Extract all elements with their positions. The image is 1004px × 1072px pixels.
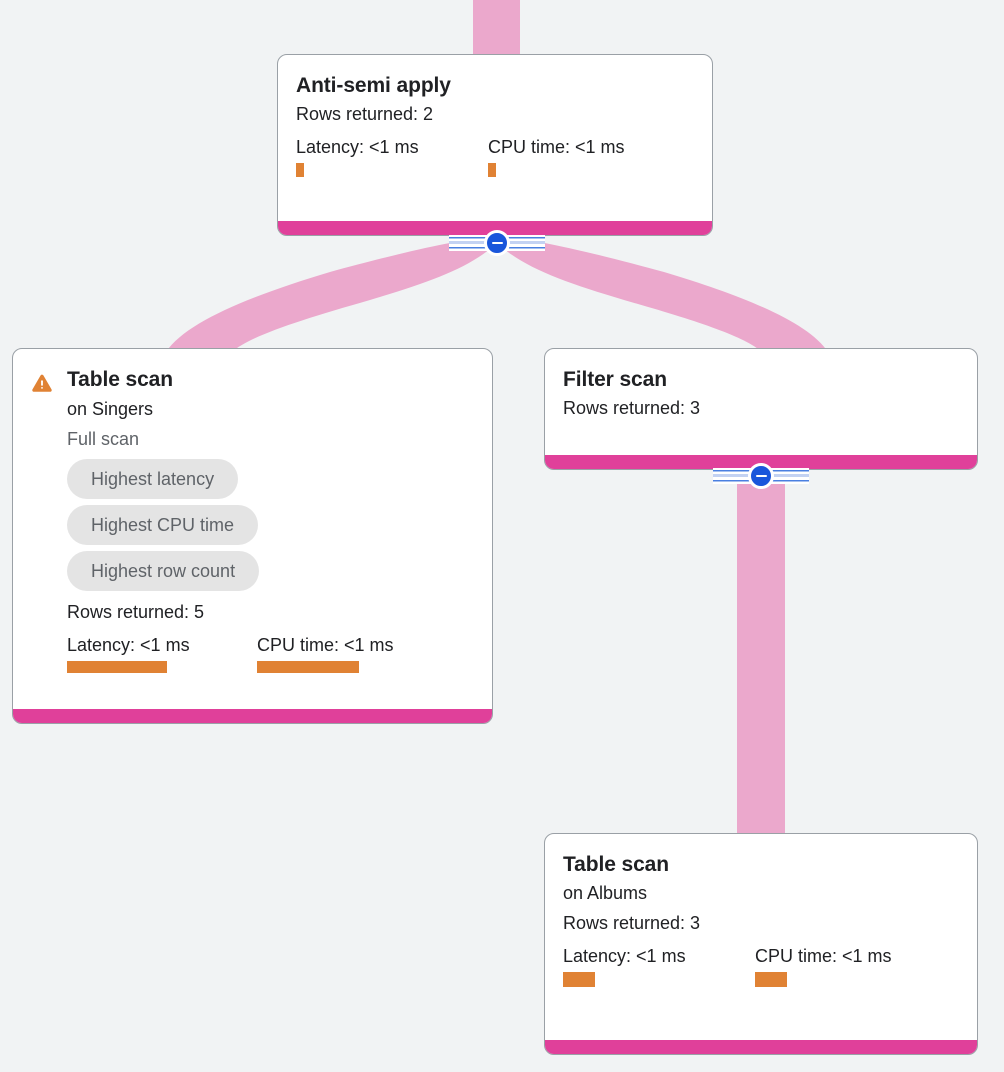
node-title: Anti-semi apply <box>296 74 451 97</box>
node-table-scan-singers[interactable]: Table scan on Singers Full scan Highest … <box>12 348 493 724</box>
node-accent-bar <box>278 221 712 235</box>
node-body: Table scan on Singers Full scan Highest … <box>13 349 492 723</box>
edge-antisemi-to-singers <box>166 237 497 352</box>
collapse-minus-icon[interactable] <box>748 463 774 489</box>
node-accent-bar <box>545 1040 977 1054</box>
edge-incoming-top <box>473 0 520 57</box>
edge-antisemi-to-filter <box>497 237 828 352</box>
node-table-scan-albums[interactable]: Table scan on Albums Rows returned: 3 La… <box>544 833 978 1055</box>
chip-highest-latency[interactable]: Highest latency <box>67 459 239 499</box>
rows-returned: Rows returned: 2 <box>296 104 434 124</box>
metric-cpu-time-bar <box>257 661 359 673</box>
toggle-filter-scan[interactable] <box>713 462 809 490</box>
metrics-row: Latency: <1 ms CPU time: <1 ms <box>67 633 474 673</box>
collapse-minus-icon[interactable] <box>484 230 510 256</box>
node-anti-semi-apply[interactable]: Anti-semi apply Rows returned: 2 Latency… <box>277 54 713 236</box>
rows-returned: Rows returned: 3 <box>563 398 701 418</box>
metric-latency-bar <box>296 163 304 177</box>
metric-latency-label: Latency: <1 ms <box>563 946 686 966</box>
chip-highest-cpu-time[interactable]: Highest CPU time <box>67 505 259 545</box>
rows-returned: Rows returned: 3 <box>563 913 701 933</box>
node-title: Filter scan <box>563 368 667 391</box>
node-subtitle: on Singers <box>67 399 154 419</box>
node-accent-bar <box>13 709 492 723</box>
metric-cpu-time-bar <box>488 163 496 177</box>
node-body: Table scan on Albums Rows returned: 3 La… <box>545 834 977 1054</box>
edge-filter-to-albums <box>737 470 785 842</box>
metric-latency: Latency: <1 ms <box>67 633 257 673</box>
node-body: Anti-semi apply Rows returned: 2 Latency… <box>278 55 712 235</box>
node-header: Table scan <box>563 852 959 878</box>
metric-cpu-time: CPU time: <1 ms <box>257 633 394 673</box>
metrics-row: Latency: <1 ms CPU time: <1 ms <box>296 135 694 177</box>
node-body: Filter scan Rows returned: 3 <box>545 349 977 469</box>
node-filter-scan[interactable]: Filter scan Rows returned: 3 <box>544 348 978 470</box>
metric-cpu-time: CPU time: <1 ms <box>755 944 892 987</box>
metric-latency: Latency: <1 ms <box>296 135 488 177</box>
metric-cpu-time-label: CPU time: <1 ms <box>488 137 625 157</box>
node-scan-type: Full scan <box>67 429 140 449</box>
metric-cpu-time-bar <box>755 972 787 987</box>
node-details: on Singers Full scan Highest latency Hig… <box>67 394 474 673</box>
chip-list: Highest latency Highest CPU time Highest… <box>67 459 474 591</box>
node-header: Filter scan <box>563 367 959 393</box>
chip-highest-row-count[interactable]: Highest row count <box>67 551 260 591</box>
toggle-anti-semi-apply[interactable] <box>449 229 545 257</box>
metric-cpu-time-label: CPU time: <1 ms <box>257 635 394 655</box>
metrics-row: Latency: <1 ms CPU time: <1 ms <box>563 944 959 987</box>
metric-cpu-time: CPU time: <1 ms <box>488 135 625 177</box>
node-subtitle: on Albums <box>563 883 648 903</box>
metric-latency-label: Latency: <1 ms <box>67 635 190 655</box>
metric-latency-bar <box>67 661 167 673</box>
node-header: Anti-semi apply <box>296 73 694 99</box>
node-accent-bar <box>545 455 977 469</box>
node-title: Table scan <box>563 853 669 876</box>
metric-latency: Latency: <1 ms <box>563 944 755 987</box>
rows-returned: Rows returned: 5 <box>67 602 205 622</box>
metric-cpu-time-label: CPU time: <1 ms <box>755 946 892 966</box>
metric-latency-bar <box>563 972 595 987</box>
node-title: Table scan <box>67 368 173 391</box>
warning-triangle-icon <box>32 374 52 392</box>
node-header: Table scan <box>31 367 474 394</box>
metric-latency-label: Latency: <1 ms <box>296 137 419 157</box>
